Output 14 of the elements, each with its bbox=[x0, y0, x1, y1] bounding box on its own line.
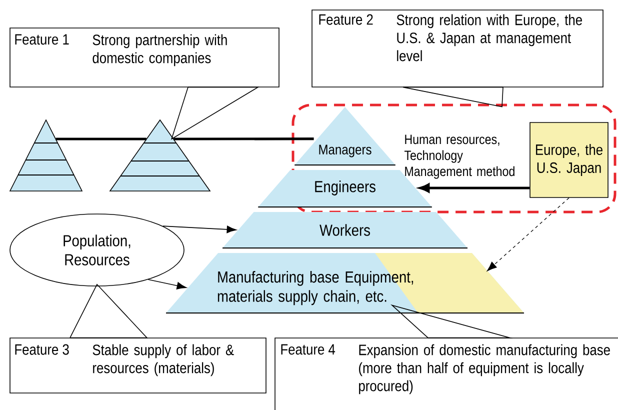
text-box: Europe, the U.S. Japan bbox=[530, 122, 608, 198]
callout-box: Feature 3 Stable supply of labor & resources (materials) bbox=[10, 338, 266, 394]
pyramid-layer: Manufacturing base Equipment, materials supply chain, etc. bbox=[166, 253, 524, 314]
pyramid-layer: Managers bbox=[294, 107, 396, 166]
arrow bbox=[486, 198, 570, 272]
connecting-line bbox=[56, 138, 146, 140]
dashed-region bbox=[292, 104, 616, 214]
arrow bbox=[148, 279, 187, 290]
pyramid-layer: Workers bbox=[222, 212, 468, 248]
callout-box: Feature 2 Strong relation with Europe, the U.S. & Japan at management level bbox=[312, 10, 604, 88]
arrow bbox=[162, 226, 237, 234]
callout-box: Feature 4 Expansion of domestic manufacturing base (more than half of equipment is locally procured) bbox=[274, 338, 618, 410]
callout-box: Feature 1 Strong partnership with domestic companies bbox=[10, 28, 280, 88]
connecting-line bbox=[174, 138, 314, 140]
